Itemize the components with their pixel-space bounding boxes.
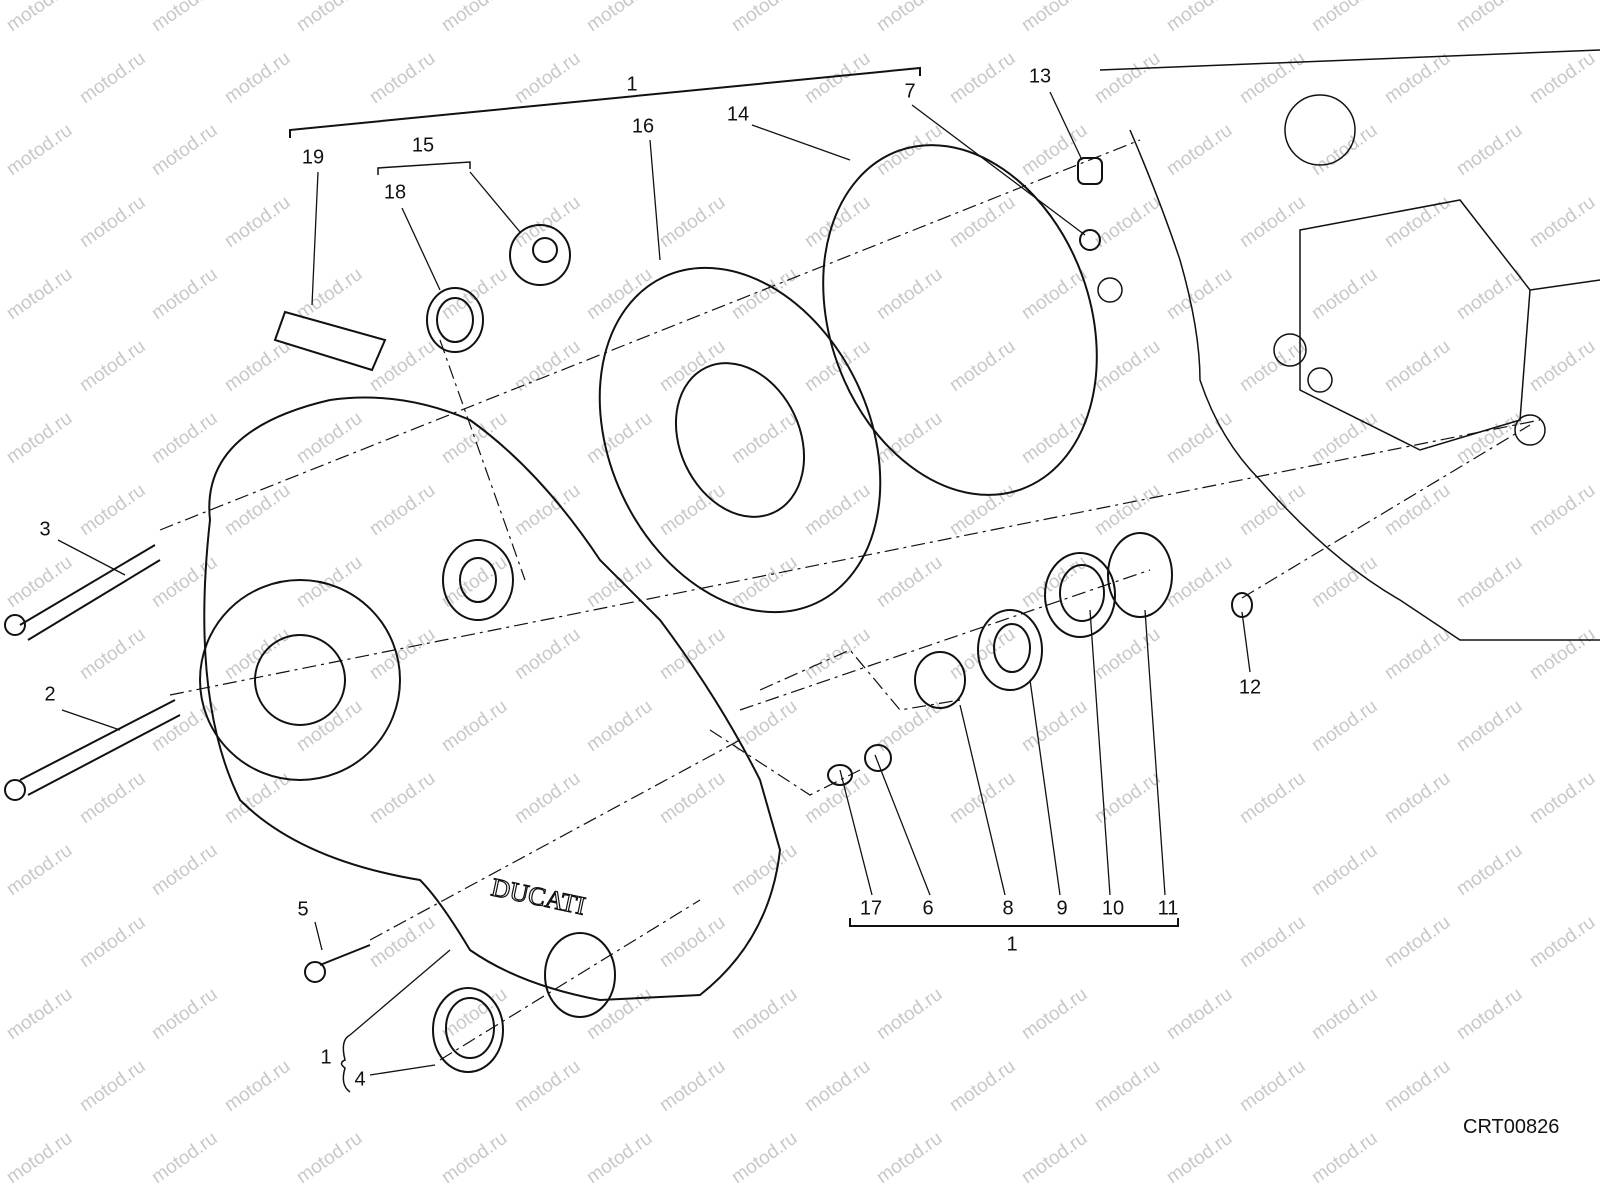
callout-4: 4 [354, 1068, 366, 1091]
shim-part-10 [1044, 552, 1116, 638]
washer-part-18 [426, 287, 484, 353]
group-bracket-top [289, 66, 921, 138]
ducati-logo: DUCATI [489, 873, 588, 921]
leader-lines [57, 91, 1251, 1076]
callout-19: 19 [301, 146, 325, 169]
seal-part-4 [432, 987, 504, 1073]
callout-6: 6 [922, 897, 934, 920]
bolt-part-5 [304, 944, 371, 983]
callout-14: 14 [726, 103, 750, 126]
plug-part-15 [509, 224, 571, 286]
oring-part-17 [827, 764, 853, 786]
callout-9: 9 [1056, 897, 1068, 920]
dowel-part-13 [1077, 157, 1103, 185]
bolt-part-3 [4, 544, 161, 641]
callout-2: 2 [44, 683, 56, 706]
group-bracket-left [340, 1034, 351, 1093]
watermark-text: motod.ru [1598, 0, 1600, 36]
callout-17: 17 [859, 897, 883, 920]
callout-13: 13 [1028, 65, 1052, 88]
clutch-cover-part-1 [203, 396, 782, 1002]
pressure-plate-part-16 [598, 266, 882, 614]
callout-12: 12 [1238, 676, 1262, 699]
callout-11: 11 [1157, 897, 1179, 920]
group-bracket-15 [377, 161, 471, 175]
plug-part-6 [864, 744, 892, 772]
callout-10: 10 [1101, 897, 1125, 920]
screw-part-7 [1079, 229, 1101, 251]
callout-3: 3 [39, 518, 51, 541]
callout-15: 15 [411, 134, 435, 157]
oring-part-12 [1231, 592, 1253, 618]
circlip-part-11 [1107, 532, 1173, 618]
callout-16: 16 [631, 115, 655, 138]
drawing-code: CRT00826 [1463, 1116, 1560, 1138]
callout-18: 18 [383, 181, 407, 204]
gasket-part-14 [822, 144, 1098, 496]
callout-7: 7 [904, 80, 916, 103]
callout-8: 8 [1002, 897, 1014, 920]
assembly-axes [159, 139, 1541, 1061]
bolt-part-2 [4, 699, 181, 801]
callout-5: 5 [297, 898, 309, 921]
callout-group-1-bottom: 1 [1006, 933, 1018, 956]
bearing-part-9 [977, 609, 1043, 691]
crankcase [1099, 49, 1600, 641]
group-bracket-bottom [849, 918, 1179, 927]
bush-part-8 [914, 651, 966, 709]
callout-group-1-top: 1 [626, 73, 638, 96]
callout-group-1-left: 1 [320, 1046, 332, 1069]
decal-part-19 [273, 310, 387, 372]
